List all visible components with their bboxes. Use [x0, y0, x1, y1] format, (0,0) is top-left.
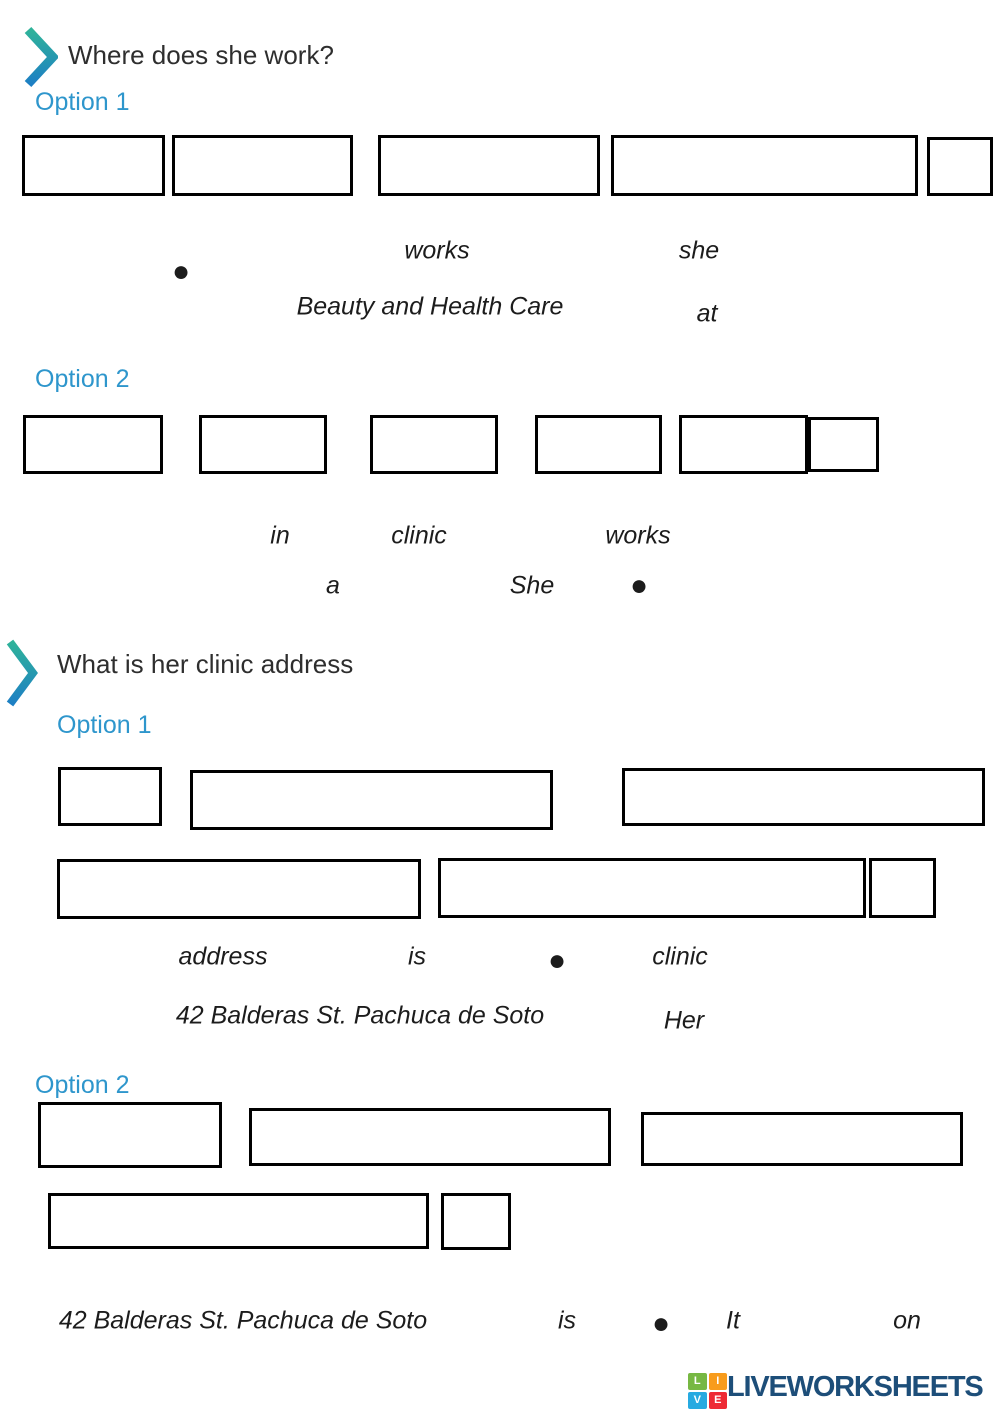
- word-token[interactable]: on: [893, 1306, 921, 1335]
- drop-zone[interactable]: [378, 135, 600, 196]
- liveworksheets-logo-icon: L I V E: [688, 1373, 727, 1409]
- drop-zone[interactable]: [808, 417, 879, 472]
- question-title: Where does she work?: [68, 40, 334, 70]
- drop-zone[interactable]: [22, 135, 165, 196]
- drop-zone[interactable]: [535, 415, 662, 474]
- word-token[interactable]: clinic: [652, 942, 708, 971]
- word-token[interactable]: at: [696, 299, 718, 328]
- drop-zone[interactable]: [249, 1108, 611, 1166]
- word-token[interactable]: She: [509, 571, 555, 600]
- drop-zone[interactable]: [679, 415, 808, 474]
- drop-zone[interactable]: [869, 858, 936, 918]
- word-token[interactable]: works: [605, 521, 671, 550]
- drop-zone[interactable]: [641, 1112, 963, 1166]
- drop-zone[interactable]: [57, 859, 421, 919]
- logo-square-v: V: [688, 1392, 707, 1409]
- question-title: What is her clinic address: [57, 649, 354, 679]
- drop-zone[interactable]: [927, 137, 993, 196]
- drop-zone[interactable]: [190, 770, 553, 830]
- word-token[interactable]: clinic: [391, 521, 447, 550]
- drop-zone[interactable]: [38, 1102, 222, 1168]
- drop-zone[interactable]: [199, 415, 327, 474]
- drop-zone[interactable]: [438, 858, 866, 918]
- logo-square-i: I: [708, 1373, 727, 1390]
- option-2-label: Option 2: [35, 1071, 130, 1099]
- drop-zone[interactable]: [48, 1193, 429, 1249]
- drop-zone[interactable]: [23, 415, 163, 474]
- drop-zone[interactable]: [611, 135, 918, 196]
- liveworksheets-brand-link[interactable]: LIVEWORKSHEETS: [727, 1371, 984, 1403]
- chevron-icon: [24, 26, 58, 88]
- word-token[interactable]: a: [326, 571, 340, 600]
- drop-zone[interactable]: [172, 135, 353, 196]
- word-token-period[interactable]: ●: [547, 944, 567, 977]
- word-token[interactable]: address: [178, 942, 268, 971]
- drop-zone[interactable]: [441, 1193, 511, 1250]
- word-token[interactable]: Her: [663, 1006, 705, 1035]
- word-token-period[interactable]: ●: [651, 1307, 671, 1340]
- word-token[interactable]: Beauty and Health Care: [296, 292, 564, 321]
- word-token-period[interactable]: ●: [629, 569, 649, 602]
- logo-square-l: L: [688, 1373, 707, 1390]
- option-1-label: Option 1: [57, 711, 152, 739]
- word-token[interactable]: 42 Balderas St. Pachuca de Soto: [175, 1001, 545, 1030]
- word-token[interactable]: It: [726, 1306, 740, 1335]
- word-token[interactable]: in: [270, 521, 290, 550]
- drop-zone[interactable]: [370, 415, 498, 474]
- drop-zone[interactable]: [622, 768, 985, 826]
- word-token[interactable]: is: [557, 1306, 577, 1335]
- chevron-icon: [6, 639, 38, 707]
- word-token[interactable]: she: [678, 236, 720, 265]
- option-1-label: Option 1: [35, 88, 130, 116]
- logo-square-e: E: [708, 1392, 727, 1409]
- word-token[interactable]: is: [407, 942, 427, 971]
- word-token[interactable]: works: [404, 236, 470, 265]
- option-2-label: Option 2: [35, 365, 130, 393]
- drop-zone[interactable]: [58, 767, 162, 826]
- word-token[interactable]: 42 Balderas St. Pachuca de Soto: [58, 1306, 428, 1335]
- word-token-period[interactable]: ●: [171, 255, 191, 288]
